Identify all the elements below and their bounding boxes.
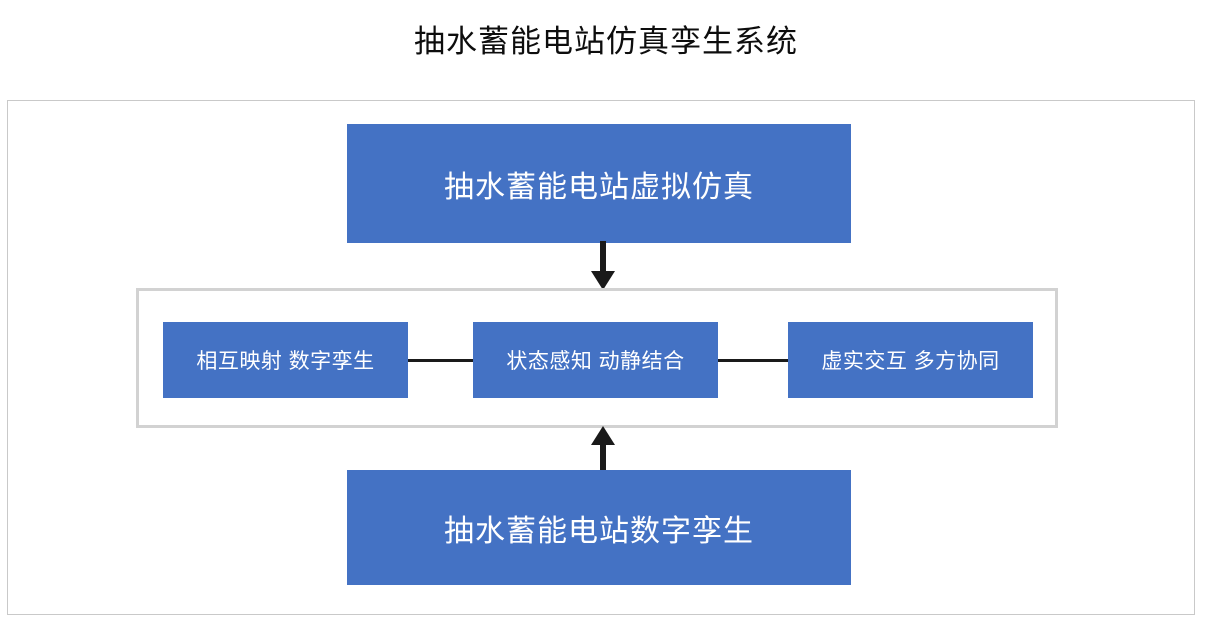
connector-line-2: [718, 359, 788, 362]
node-digital-twin[interactable]: 抽水蓄能电站数字孪生: [347, 470, 851, 585]
node-state-perception[interactable]: 状态感知 动静结合: [473, 322, 718, 398]
arrow-down-icon: [591, 241, 615, 290]
arrow-up-icon: [591, 426, 615, 475]
node-mutual-mapping[interactable]: 相互映射 数字孪生: [163, 322, 408, 398]
connector-line-1: [408, 359, 473, 362]
node-virtual-simulation[interactable]: 抽水蓄能电站虚拟仿真: [347, 124, 851, 243]
node-virtual-simulation-label: 抽水蓄能电站虚拟仿真: [444, 170, 754, 204]
node-digital-twin-label: 抽水蓄能电站数字孪生: [444, 514, 754, 548]
node-virtual-real-interaction-label: 虚实交互 多方协同: [821, 350, 1000, 373]
node-mutual-mapping-label: 相互映射 数字孪生: [196, 350, 375, 373]
node-virtual-real-interaction[interactable]: 虚实交互 多方协同: [788, 322, 1033, 398]
page-title: 抽水蓄能电站仿真孪生系统: [414, 24, 798, 59]
node-state-perception-label: 状态感知 动静结合: [506, 350, 685, 373]
